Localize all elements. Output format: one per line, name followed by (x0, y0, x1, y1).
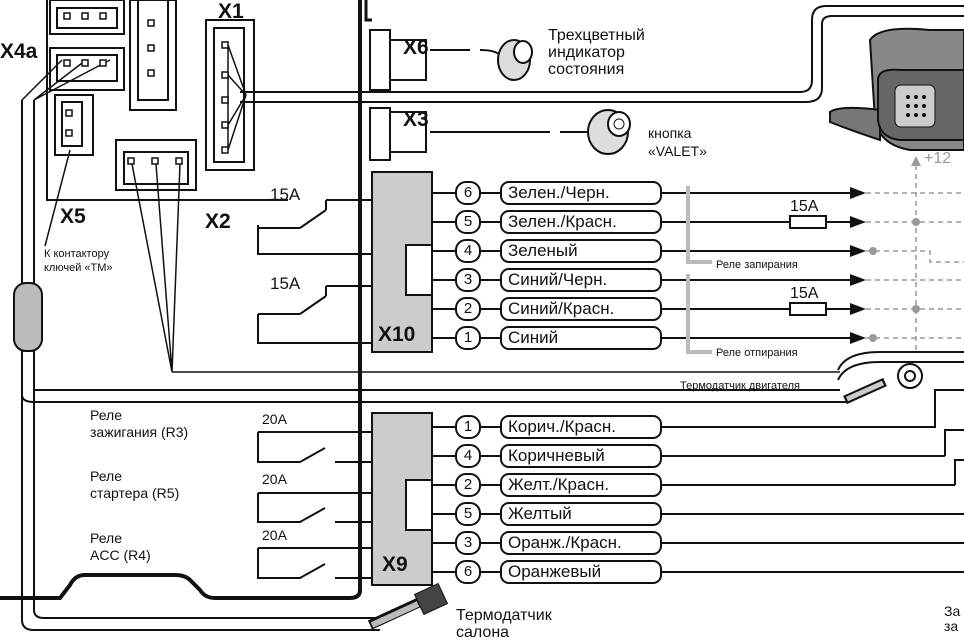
fuse-15a-top: 15A (270, 185, 301, 204)
x9-pin: 2 (455, 473, 481, 497)
led-indicator-icon (497, 39, 533, 81)
x10-pin: 1 (455, 326, 481, 350)
fuse-15a-mid: 15A (270, 274, 301, 293)
ignition-relay-label: Реле зажигания (R3) (90, 407, 189, 440)
x10-wire-name: Зеленый (500, 239, 662, 263)
label-x3: X3 (403, 108, 429, 131)
x10-pin: 6 (455, 181, 481, 205)
x9-pin: 1 (455, 415, 481, 439)
lock-relay-label: Реле запирания (716, 259, 798, 271)
x9-wire-name: Корич./Красн. (500, 415, 662, 439)
label-x10: X10 (378, 323, 416, 346)
fuse-20a-ignition: 20A (262, 411, 287, 427)
x10-pin: 5 (455, 210, 481, 234)
starter-relay-label: Реле стартера (R5) (90, 468, 180, 501)
acc-relay-label: Реле ACC (R4) (90, 530, 151, 563)
x9-pin: 5 (455, 502, 481, 526)
x3-connector-block (369, 107, 427, 161)
fuse-symbol-5 (789, 215, 827, 229)
x9-pin: 3 (455, 531, 481, 555)
x4a-connector (49, 47, 125, 91)
x9-pin: 4 (455, 444, 481, 468)
engine-sensor-label: Термодатчик двигателя (680, 380, 800, 392)
valet-label: кнопка «VALET» (648, 125, 707, 160)
x9-pin: 6 (455, 560, 481, 584)
x1-connector (205, 19, 255, 171)
x10-wire-name: Синий (500, 326, 662, 350)
fuse-20a-starter: 20A (262, 471, 287, 487)
x4a-connector-top (49, 0, 125, 35)
x9-wire-name: Оранжевый (500, 560, 662, 584)
tm-contactor-label: К контактору ключей «ТМ» (44, 248, 113, 274)
label-x5: X5 (60, 205, 86, 228)
cabin-sensor-wire (21, 100, 380, 631)
label-x2: X2 (205, 210, 231, 233)
x1-connector-left (129, 0, 177, 111)
x6-connector-block (369, 29, 427, 91)
cabin-sensor-label: Термодатчик салона (456, 607, 552, 641)
fuse-15a-wire2: 15A (790, 285, 819, 302)
engine-temp-sensor-probe (843, 363, 923, 405)
x9-wire-name: Оранж./Красн. (500, 531, 662, 555)
fuse-symbol-2 (789, 302, 827, 316)
x9-wire-name: Желт./Красн. (500, 473, 662, 497)
valet-button-icon (587, 109, 631, 155)
plus12-label: +12 (924, 150, 952, 167)
key-reader-icon (829, 27, 964, 151)
cabin-temp-sensor-probe (367, 582, 449, 630)
x9-connector-block (371, 412, 433, 586)
x9-wire-name: Желтый (500, 502, 662, 526)
label-x6: X6 (403, 36, 429, 59)
unit-body-outline (46, 0, 288, 201)
indicator-label: Трехцветный индикатор состояния (548, 27, 645, 78)
x10-wire-name: Синий/Красн. (500, 297, 662, 321)
x10-wire-name: Зелен./Красн. (500, 210, 662, 234)
x9-wire-name: Коричневый (500, 444, 662, 468)
x10-wire-name: Синий/Черн. (500, 268, 662, 292)
bottom-right-label: За за (944, 603, 961, 635)
label-x4a: X4a (0, 40, 38, 63)
label-x1: X1 (218, 0, 244, 23)
x10-pin: 3 (455, 268, 481, 292)
fuse-20a-acc: 20A (262, 527, 287, 543)
inline-fuse-holder (13, 282, 43, 352)
unlock-relay-label: Реле отпирания (716, 347, 798, 359)
label-x9: X9 (382, 553, 408, 576)
x10-wire-name: Зелен./Черн. (500, 181, 662, 205)
x10-pin: 2 (455, 297, 481, 321)
x10-pin: 4 (455, 239, 481, 263)
x2-connector (115, 139, 197, 191)
fuse-15a-wire5: 15A (790, 198, 819, 215)
x5-connector (54, 94, 94, 156)
